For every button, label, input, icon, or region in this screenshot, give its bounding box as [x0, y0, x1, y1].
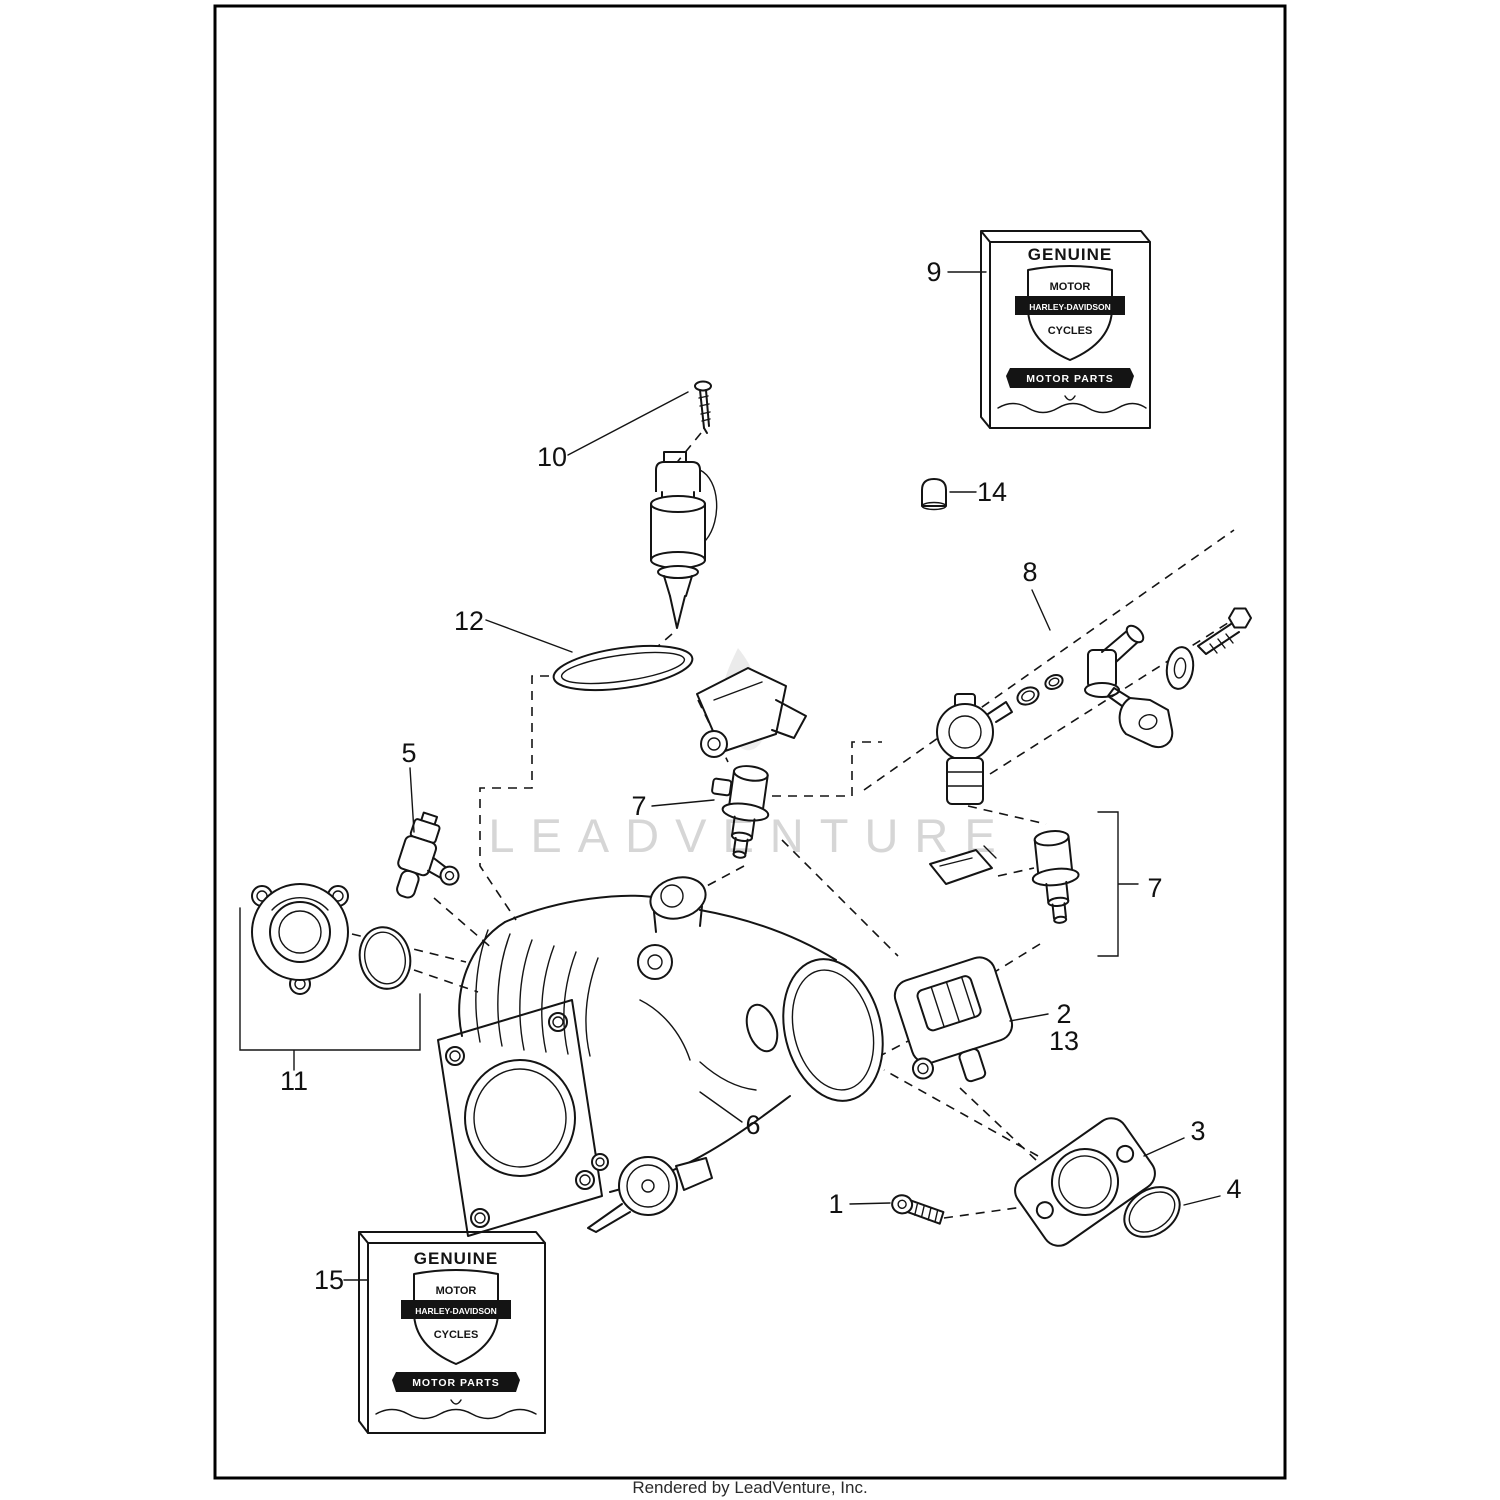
logo-cycles-text: CYCLES [1048, 325, 1093, 337]
logo-motor-text: MOTOR [436, 1285, 477, 1297]
footer-credit: Rendered by LeadVenture, Inc. [632, 1478, 867, 1497]
sensor-cap-assembly [251, 883, 412, 995]
callout-11[interactable]: 11 [280, 1066, 308, 1096]
callout-1[interactable]: 1 [828, 1189, 843, 1219]
callout-9[interactable]: 9 [926, 257, 941, 287]
throttle-position-sensor [893, 956, 1014, 1083]
fuel-injector-right [1031, 830, 1080, 924]
callout-8[interactable]: 8 [1022, 557, 1037, 587]
adapter-flange [1014, 1117, 1156, 1247]
position-sensor [396, 811, 460, 899]
genuine-parts-box-top: GENUINE MOTOR HARLEY-DAVIDSON CYCLES MOT… [980, 230, 1151, 429]
callout-7-right[interactable]: 7 [1147, 873, 1162, 903]
callout-3[interactable]: 3 [1190, 1116, 1205, 1146]
iac-valve-assembly [650, 380, 718, 629]
logo-motor-parts-text: MOTOR PARTS [412, 1377, 500, 1389]
callout-4[interactable]: 4 [1226, 1174, 1241, 1204]
callout-15[interactable]: 15 [314, 1265, 344, 1295]
logo-genuine-text: GENUINE [1028, 245, 1112, 264]
callout-6[interactable]: 6 [745, 1110, 760, 1140]
callout-14[interactable]: 14 [977, 477, 1007, 507]
mounting-screw [891, 1194, 945, 1225]
logo-genuine-text: GENUINE [414, 1249, 498, 1268]
cap-plug [921, 478, 947, 511]
callout-13[interactable]: 13 [1049, 1026, 1079, 1056]
callout-leader-lines [239, 271, 1221, 1281]
logo-cycles-text: CYCLES [434, 1329, 479, 1341]
throttle-shaft-lever [696, 667, 807, 758]
callout-7-left[interactable]: 7 [631, 791, 646, 821]
callout-5[interactable]: 5 [401, 738, 416, 768]
logo-brand-text: HARLEY-DAVIDSON [1029, 302, 1111, 312]
callout-2[interactable]: 2 [1056, 999, 1071, 1029]
genuine-parts-box-bottom: GENUINE MOTOR HARLEY-DAVIDSON CYCLES MOT… [358, 1231, 546, 1434]
callout-10[interactable]: 10 [537, 442, 567, 472]
injector-retainer-clip [929, 845, 997, 885]
flange-o-ring [1123, 1186, 1181, 1238]
hd-logo: GENUINE MOTOR HARLEY-DAVIDSON CYCLES MOT… [392, 1249, 520, 1405]
logo-motor-text: MOTOR [1050, 281, 1091, 293]
logo-brand-text: HARLEY-DAVIDSON [415, 1306, 497, 1316]
fuel-injector-left [711, 765, 770, 859]
throttle-body [437, 876, 884, 1237]
diagram-border [213, 4, 1287, 1480]
callout-numbers: 1 2 3 4 5 6 7 7 8 9 10 11 12 13 14 15 [280, 257, 1242, 1295]
fuel-supply-fitting-assembly [936, 607, 1252, 805]
throttle-plate-gasket [552, 644, 694, 692]
callout-12[interactable]: 12 [454, 606, 484, 636]
logo-motor-parts-text: MOTOR PARTS [1026, 373, 1114, 385]
hd-logo: GENUINE MOTOR HARLEY-DAVIDSON CYCLES MOT… [1006, 245, 1134, 401]
